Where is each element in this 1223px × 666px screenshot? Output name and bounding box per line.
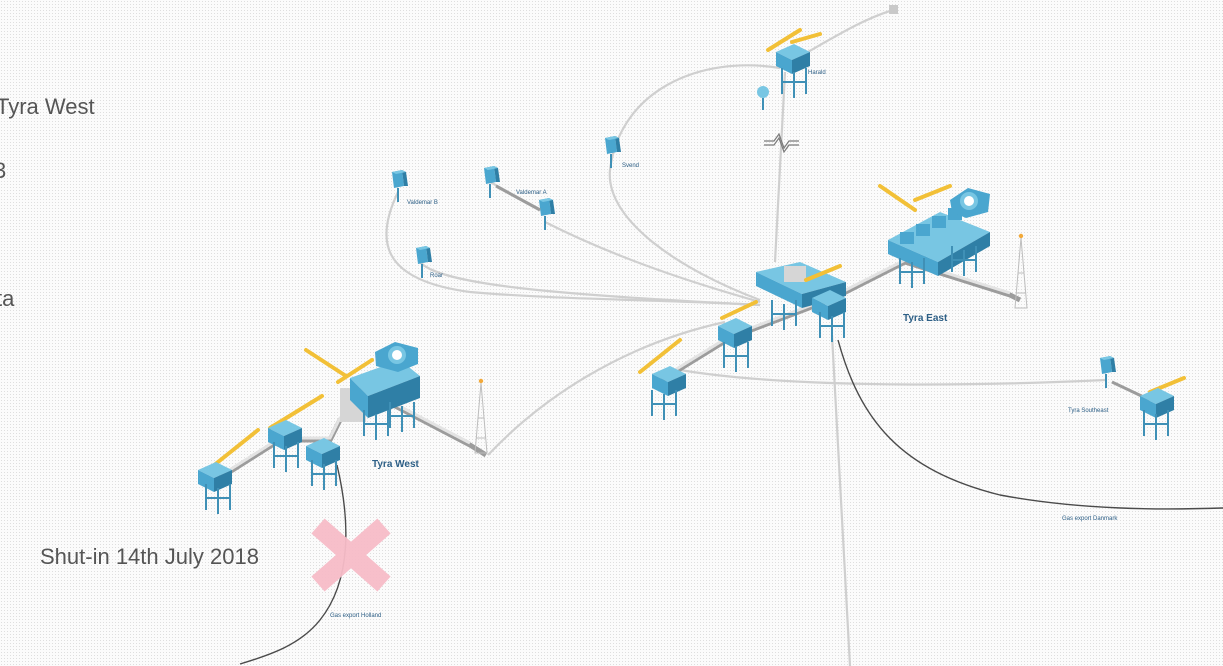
- slide-text-fragment-1: 3: [0, 158, 7, 183]
- valdemar-b-platform: [391, 169, 409, 203]
- label-svend: Svend: [622, 163, 639, 169]
- tyra-southeast-platform: [1099, 355, 1186, 441]
- label-roar: Roar: [430, 273, 443, 279]
- harald-platform: [757, 28, 822, 110]
- x-mark-icon: [311, 518, 391, 592]
- label-gas-export-holland: Gas export Holland: [330, 613, 381, 619]
- slide-text-tyra-west: Tyra West: [0, 94, 95, 119]
- shut-in-note: Shut-in 14th July 2018: [40, 544, 259, 569]
- tyra-west-complex: [198, 342, 488, 515]
- valdemar-a-platform: [483, 165, 556, 231]
- svend-platform: [604, 135, 622, 169]
- label-harald: Harald: [808, 70, 826, 76]
- label-tyra-west: Tyra West: [372, 459, 420, 470]
- tyra-east-complex: [638, 184, 1028, 421]
- label-tyra-east: Tyra East: [903, 313, 948, 324]
- label-valdemar-a: Valdemar A: [516, 190, 547, 196]
- pipeline-break-icon: [764, 132, 799, 154]
- slide-text-fragment-2: ta: [0, 286, 15, 311]
- label-valdemar-b: Valdemar B: [407, 200, 438, 206]
- label-gas-export-danmark: Gas export Danmark: [1062, 516, 1118, 522]
- label-tyra-southeast: Tyra Southeast: [1068, 408, 1109, 414]
